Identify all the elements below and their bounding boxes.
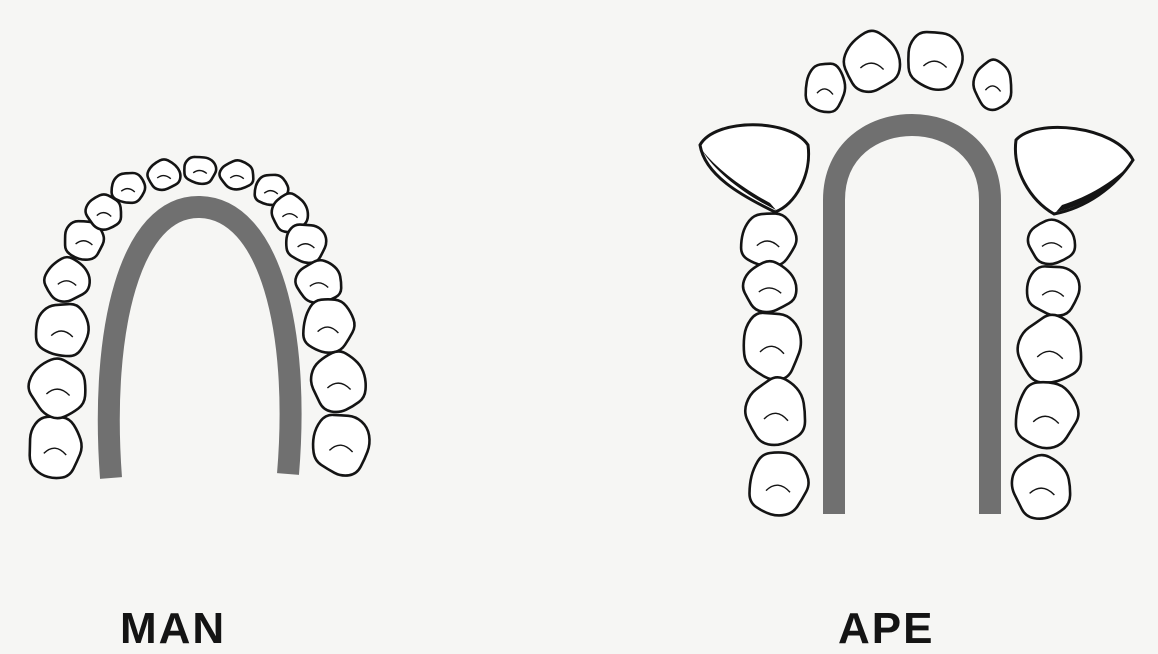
ape-label: APE [838, 604, 934, 654]
man-tooth [147, 159, 180, 189]
man-label: MAN [120, 604, 226, 654]
ape-tooth [1028, 220, 1075, 264]
ape-tooth [806, 64, 845, 112]
man-tooth [36, 304, 89, 356]
ape-tooth [741, 214, 796, 267]
man-tooth [30, 417, 82, 478]
ape-tooth [1012, 455, 1070, 519]
